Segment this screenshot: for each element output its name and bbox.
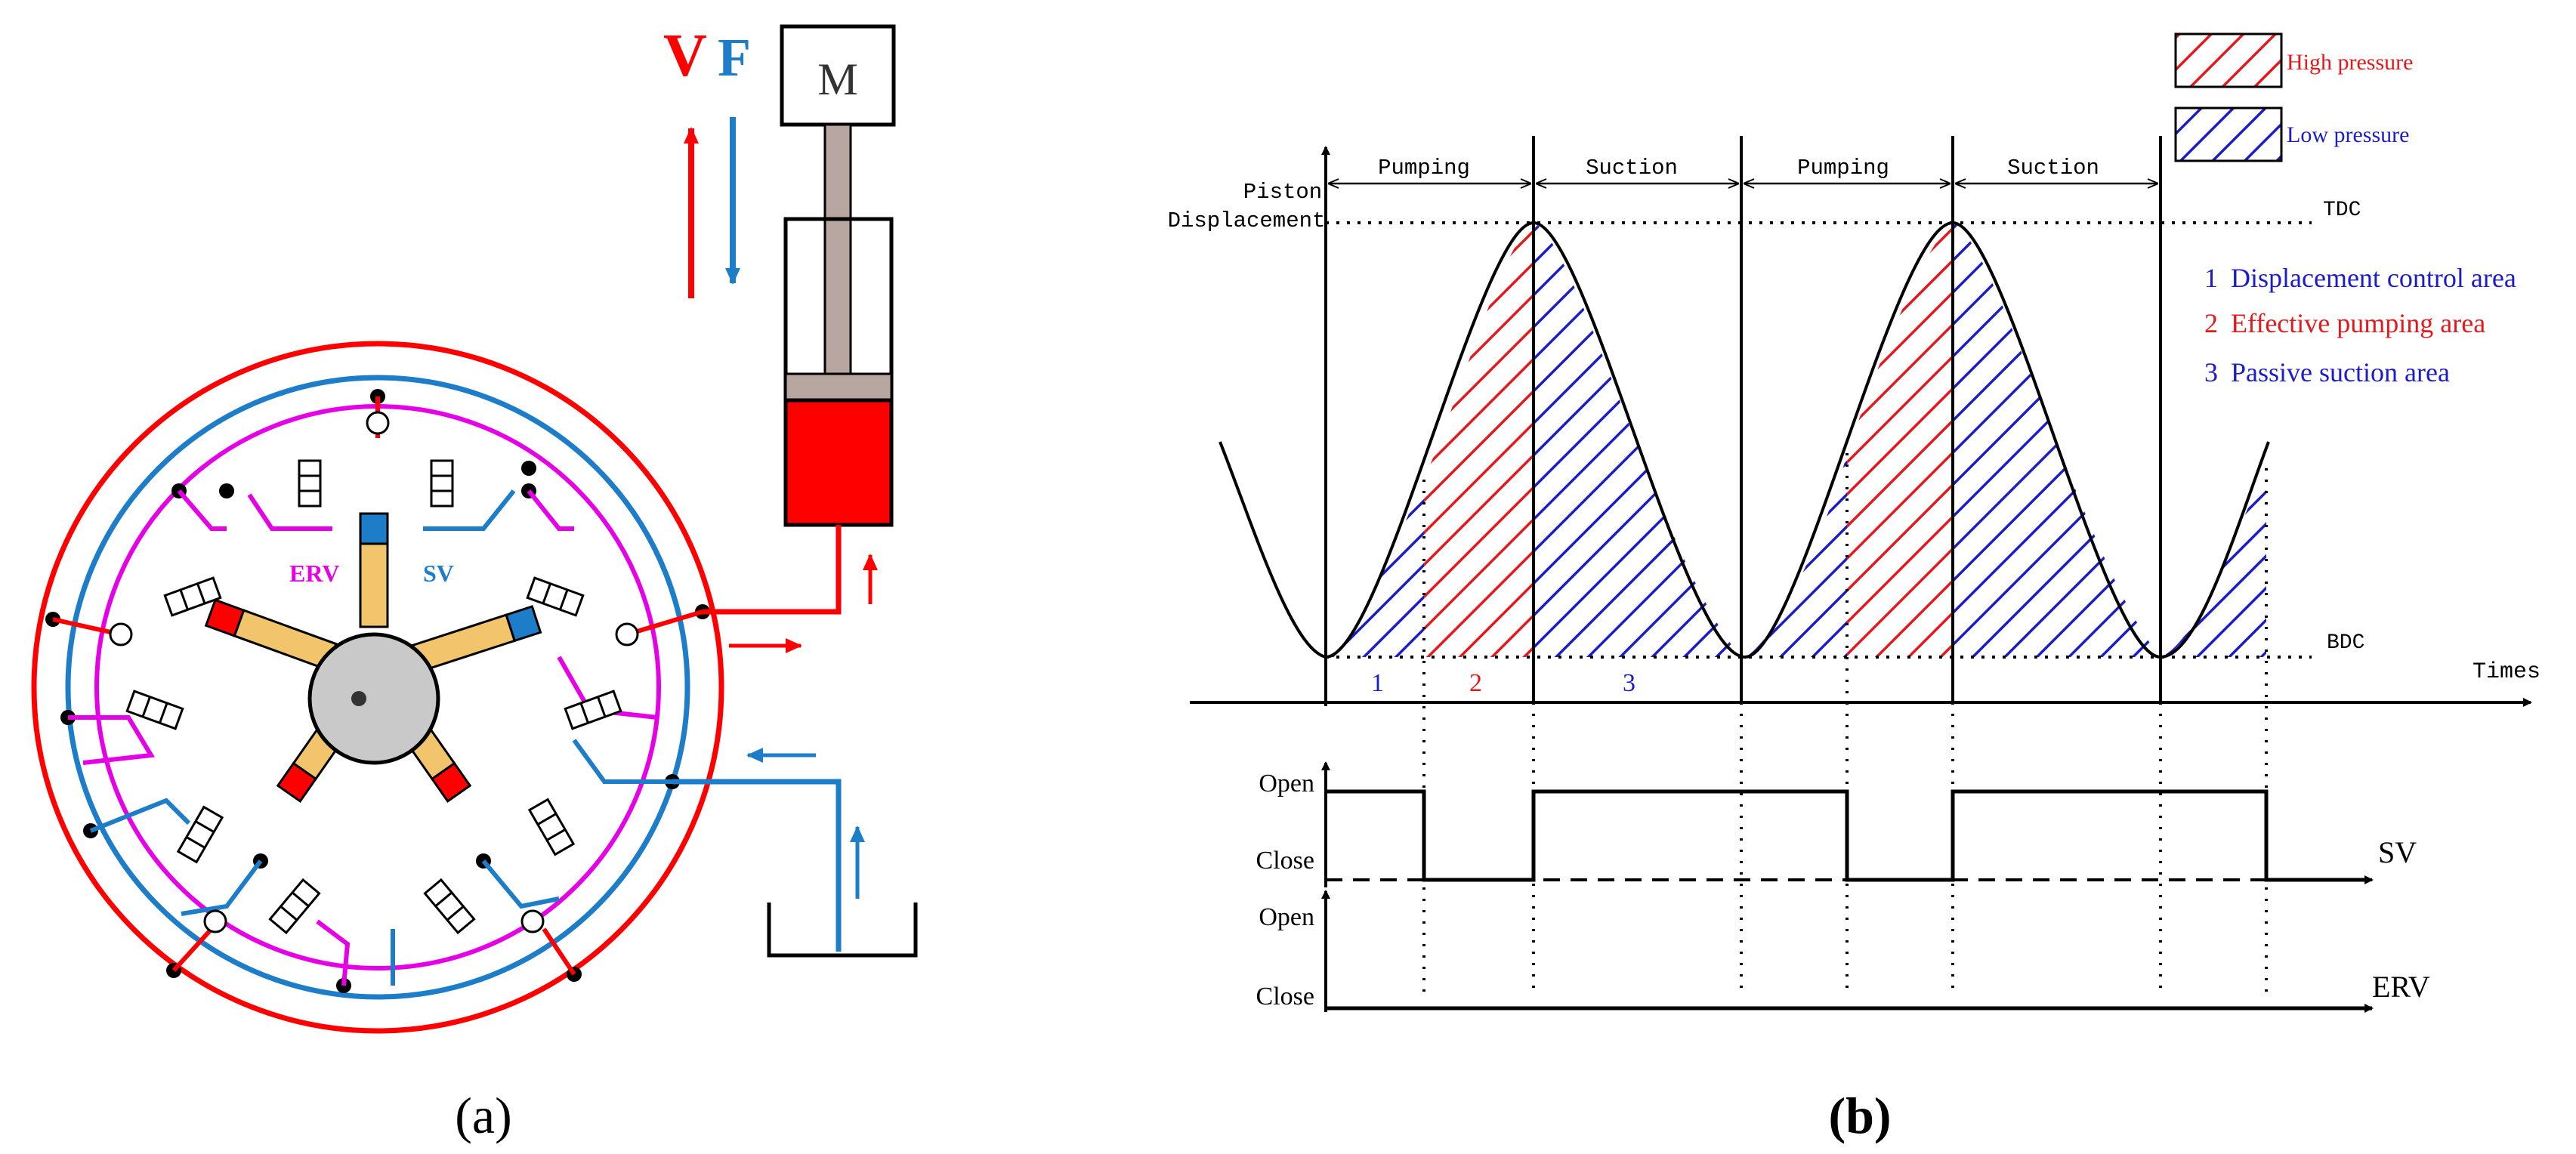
x-axis-label: Times <box>2473 659 2540 685</box>
piston-rod <box>823 123 852 375</box>
low-pressure-ring <box>65 375 690 1000</box>
phase-boundaries <box>1532 136 2162 702</box>
erv-open-label: Open <box>1259 903 1314 931</box>
erv-signal-name: ERV <box>2372 970 2430 1004</box>
legend-high-pressure-label: High pressure <box>2287 50 2413 75</box>
bdc-label: BDC <box>2327 631 2364 655</box>
velocity-symbol: V <box>663 23 707 89</box>
phase-label-1: Pumping <box>1378 156 1470 181</box>
timing-guides <box>1422 453 2268 993</box>
piston-head <box>784 372 893 402</box>
valve-right-2 <box>564 690 622 730</box>
sv-signal-waveform <box>1326 789 2364 882</box>
region-number-3: 3 <box>1623 669 1635 697</box>
check-valve-left <box>109 622 133 646</box>
area-note-3-number: 3 <box>2204 357 2218 387</box>
valve-bottom-left-1 <box>176 805 224 864</box>
motor-box <box>780 24 896 127</box>
valve-left-2 <box>125 690 184 730</box>
legend-low-pressure-label: Low pressure <box>2287 122 2409 147</box>
legend-low-pressure-swatch <box>2174 106 2283 162</box>
tdc-label: TDC <box>2323 199 2361 222</box>
force-symbol: F <box>718 27 751 88</box>
high-pressure-ring <box>31 341 724 1034</box>
check-valve-right <box>615 622 639 646</box>
region-number-2: 2 <box>1469 669 1482 697</box>
erv-label: ERV <box>289 560 339 587</box>
area-note-1-number: 1 <box>2204 263 2218 293</box>
valve-right-1 <box>526 576 585 617</box>
area-note-2-number: 2 <box>2204 308 2218 338</box>
area-note-2-label: Effective pumping area <box>2231 308 2485 338</box>
caption-b: (b) <box>1828 1087 1891 1144</box>
cam-shaft <box>351 691 366 706</box>
phase-label-4: Suction <box>2007 156 2099 181</box>
area-displacement-control-2 <box>1745 453 1847 657</box>
check-valve-bottom-right <box>520 909 545 933</box>
area-displacement-control-3 <box>2161 468 2266 657</box>
motor-label: M <box>817 54 857 104</box>
area-displacement-control-1 <box>1326 480 1424 657</box>
valve-left-1 <box>163 576 222 617</box>
suction-pipe <box>672 779 842 952</box>
high-pressure-pipe <box>703 525 842 615</box>
phase-label-2: Suction <box>1586 156 1678 181</box>
cylinder-top <box>359 512 389 628</box>
valve-bottom-right-1 <box>423 878 476 935</box>
cam-eccentric <box>307 632 440 765</box>
erv-close-label: Close <box>1256 983 1314 1011</box>
phase-label-3: Pumping <box>1797 156 1889 181</box>
panel-a-pump-schematic: ERV SV M V F (a) <box>31 23 918 1144</box>
area-passive-suction-1 <box>1534 223 1741 657</box>
sv-signal-name: SV <box>2378 835 2417 869</box>
displacement-curve <box>1219 221 2270 659</box>
panel-b-timing-diagram: TDC BDC Piston Displacement Times Pumpin… <box>1168 32 2540 1144</box>
caption-a: (a) <box>455 1087 511 1144</box>
sv-close-label: Close <box>1256 847 1314 875</box>
erv-valve-top <box>298 459 322 508</box>
sv-label: SV <box>423 560 454 587</box>
y-axis-label-line2: Displacement <box>1168 208 1326 233</box>
cylinder-right-upper <box>411 605 542 673</box>
high-pressure-chamber <box>783 398 894 527</box>
check-valve-bottom-left <box>203 909 227 933</box>
sv-open-label: Open <box>1259 770 1314 798</box>
valve-symbols <box>125 459 622 935</box>
area-note-3-label: Passive suction area <box>2231 357 2450 387</box>
check-valve-top <box>366 411 390 435</box>
y-axis-label-line1: Piston <box>1243 180 1322 205</box>
check-valves <box>109 411 639 933</box>
area-passive-suction-2 <box>1953 223 2161 657</box>
area-note-1-label: Displacement control area <box>2231 263 2516 293</box>
region-number-1: 1 <box>1371 669 1384 697</box>
area-effective-pumping-2 <box>1847 223 1953 657</box>
valve-bottom-right-2 <box>527 798 576 856</box>
area-effective-pumping-1 <box>1424 223 1534 657</box>
oil-tank <box>767 903 918 958</box>
cylinder-left-upper <box>204 598 338 671</box>
legend-high-pressure-swatch <box>2174 32 2283 88</box>
valve-bottom-left-2 <box>268 878 321 935</box>
sv-valve-top <box>430 459 454 508</box>
